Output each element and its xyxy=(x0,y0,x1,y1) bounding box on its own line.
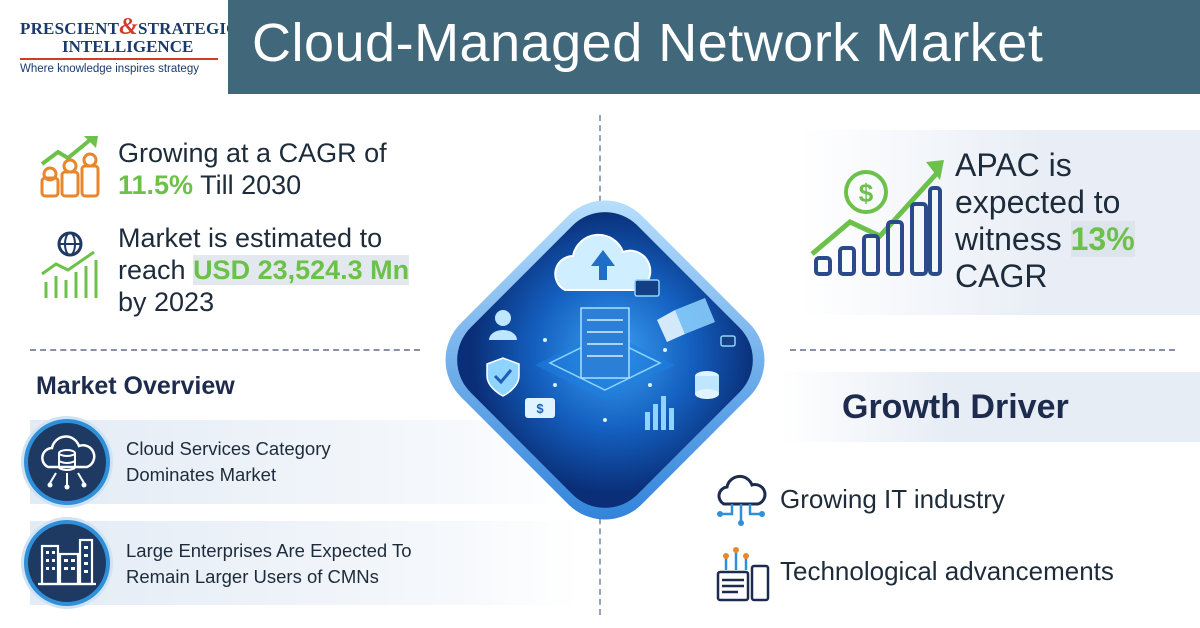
overview-item-2-line2: Remain Larger Users of CMNs xyxy=(126,566,379,587)
overview-card-cloud-services xyxy=(30,420,580,504)
growth-driver-title: Growth Driver xyxy=(842,388,1069,426)
cagr-stat: Growing at a CAGR of 11.5% Till 2030 xyxy=(118,137,387,201)
cagr-value: 11.5% xyxy=(118,170,194,200)
overview-item-1-line2: Dominates Market xyxy=(126,464,277,485)
logo-tagline: Where knowledge inspires strategy xyxy=(20,63,199,75)
globe-bar-chart-icon xyxy=(41,231,98,298)
coins-growth-icon xyxy=(40,136,100,198)
apac-value: 13% xyxy=(1070,221,1135,257)
market-line3: by 2023 xyxy=(118,287,215,317)
brand-logo: PRESCIENT&STRATEGIC INTELLIGENCE Where k… xyxy=(0,0,238,94)
overview-item-1: Cloud Services Category Dominates Market xyxy=(126,436,331,488)
left-horizontal-divider xyxy=(30,349,420,351)
cloud-network-illustration: $ xyxy=(445,200,765,520)
overview-item-2: Large Enterprises Are Expected To Remain… xyxy=(126,538,412,590)
cloud-circuit-icon xyxy=(717,474,767,526)
logo-ampersand: & xyxy=(119,14,138,40)
apac-line3: witness xyxy=(955,221,1062,257)
market-value: USD 23,524.3 Mn xyxy=(193,255,410,285)
logo-rule xyxy=(20,58,218,60)
title-bar: Cloud-Managed Network Market xyxy=(228,0,1200,94)
logo-word-strategic: STRATEGIC xyxy=(137,19,239,38)
growth-item-it-industry: Growing IT industry xyxy=(780,484,1005,514)
page-title: Cloud-Managed Network Market xyxy=(252,13,1044,73)
apac-line4: CAGR xyxy=(955,258,1048,294)
cagr-suffix: Till 2030 xyxy=(200,170,302,200)
apac-line1: APAC is xyxy=(955,147,1072,183)
cagr-prefix: Growing at a CAGR of xyxy=(118,138,387,168)
overview-item-2-line1: Large Enterprises Are Expected To xyxy=(126,540,412,561)
devices-tech-icon xyxy=(716,547,770,602)
growth-driver-panel xyxy=(780,372,1200,442)
apac-stat: APAC is expected to witness 13% CAGR xyxy=(955,147,1135,295)
dollar-growth-chart-icon: $ xyxy=(810,160,944,276)
svg-text:$: $ xyxy=(536,401,544,416)
cloud-database-icon xyxy=(24,419,110,505)
market-overview-title: Market Overview xyxy=(36,372,235,400)
right-horizontal-divider xyxy=(790,349,1175,351)
overview-card-large-enterprises xyxy=(30,521,580,605)
apac-line2: expected to xyxy=(955,184,1121,220)
growth-item-tech-advancements: Technological advancements xyxy=(780,556,1114,586)
market-reach: reach xyxy=(118,255,186,285)
buildings-icon xyxy=(24,520,110,606)
market-size-stat: Market is estimated to reach USD 23,524.… xyxy=(118,222,410,318)
logo-word-prescient: PRESCIENT xyxy=(20,19,120,38)
svg-text:$: $ xyxy=(859,178,874,208)
market-line1: Market is estimated to xyxy=(118,223,383,253)
logo-word-intelligence: INTELLIGENCE xyxy=(62,37,194,56)
overview-item-1-line1: Cloud Services Category xyxy=(126,438,331,459)
